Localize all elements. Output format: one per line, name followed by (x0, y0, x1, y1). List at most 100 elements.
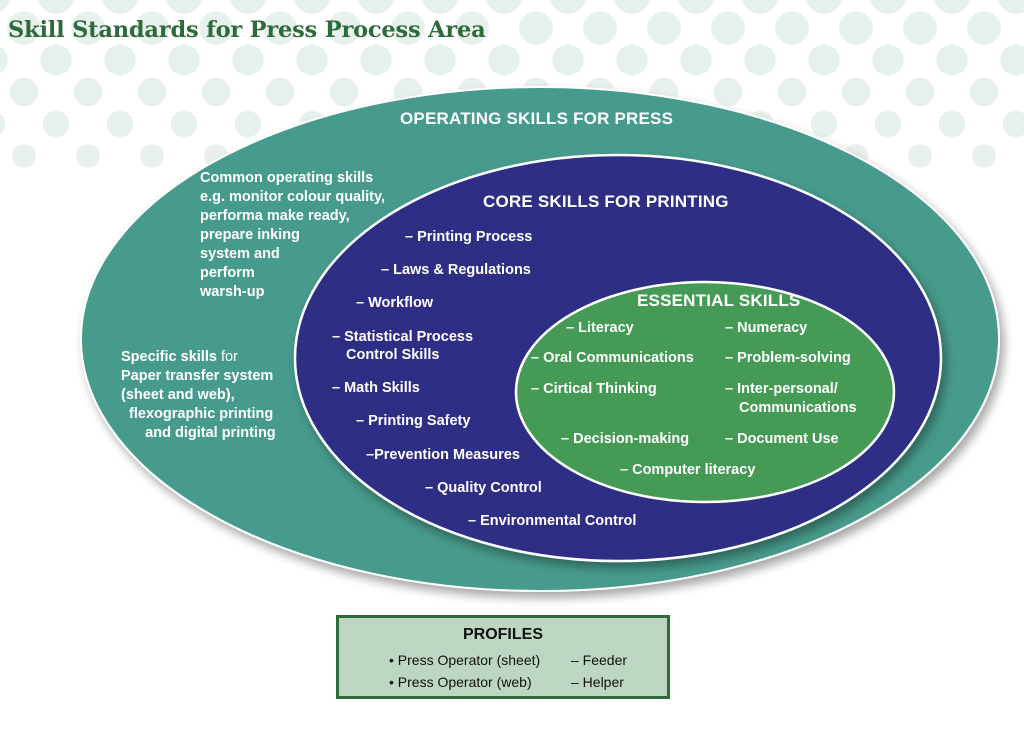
background-dot (296, 44, 328, 76)
background-dot (870, 0, 906, 14)
profile-item: • Press Operator (web) (389, 674, 532, 690)
background-dot (199, 11, 233, 45)
profiles-heading: PROFILES (462, 626, 543, 643)
essential-skill-item: – Cirtical Thinking (531, 381, 657, 397)
page-title: Skill Standards for Press Process Area (8, 17, 486, 43)
background-dot (678, 0, 714, 14)
operating-skills-heading: OPERATING SKILLS FOR PRESS (400, 109, 674, 128)
specific-skills: Specific skills for Paper transfer syste… (121, 348, 276, 443)
background-dot (808, 44, 840, 76)
background-dot (422, 0, 458, 14)
background-dot (552, 44, 584, 76)
background-dot (232, 44, 264, 76)
essential-skill-item: – Document Use (725, 431, 839, 447)
background-dot (742, 0, 778, 14)
background-dot (810, 110, 838, 138)
background-dot (104, 44, 136, 76)
background-dot (140, 144, 164, 168)
background-dot (874, 110, 902, 138)
background-dot (12, 144, 36, 168)
background-dot (201, 77, 231, 107)
background-dot (872, 44, 904, 76)
background-dot (73, 77, 103, 107)
background-dot (170, 110, 198, 138)
background-dot (519, 11, 553, 45)
background-dot (806, 0, 842, 14)
background-dot (486, 0, 522, 14)
background-dot (168, 44, 200, 76)
essential-skills-heading: ESSENTIAL SKILLS (637, 291, 801, 310)
common-operating-skills: Common operating skills e.g. monitor col… (200, 169, 385, 302)
background-dot (76, 144, 100, 168)
background-dot (647, 11, 681, 45)
background-dot (938, 110, 966, 138)
essential-skills-ellipse (514, 280, 896, 504)
background-dot (327, 11, 361, 45)
background-dot (969, 77, 999, 107)
background-dot (294, 0, 330, 14)
profile-item: – Feeder (571, 652, 628, 668)
essential-skill-item: – Computer literacy (620, 462, 756, 478)
background-dot (903, 11, 937, 45)
background-dot (71, 11, 105, 45)
common-line: warsh-up (200, 284, 265, 300)
essential-skill-item: – Problem-solving (725, 350, 851, 366)
background-dot (455, 11, 489, 45)
background-dot (775, 11, 809, 45)
background-dot (166, 0, 202, 14)
background-dot (839, 11, 873, 45)
common-line: e.g. monitor colour quality, (200, 189, 386, 205)
core-skill-item: – Statistical Process (332, 329, 474, 345)
essential-skill-item: – Inter-personal/ (725, 381, 838, 397)
specific-line: Paper transfer system (121, 368, 274, 384)
background-dot (234, 110, 262, 138)
background-dot (137, 77, 167, 107)
background-dot (329, 77, 359, 107)
background-dot (0, 113, 6, 135)
core-skill-item: – Printing Process (405, 229, 533, 245)
background-dot (936, 44, 968, 76)
background-dot (713, 77, 743, 107)
background-dot (972, 144, 996, 168)
core-skill-item: – Math Skills (332, 380, 420, 396)
background-dot (9, 77, 39, 107)
background-dot (583, 11, 617, 45)
background-dot (135, 11, 169, 45)
essential-skill-item: – Literacy (566, 320, 634, 336)
background-dot (1000, 44, 1024, 76)
background-dot (230, 0, 266, 14)
background-dot (841, 77, 871, 107)
core-skills-heading: CORE SKILLS FOR PRINTING (483, 192, 729, 211)
background-dot (7, 11, 41, 45)
background-dot (744, 44, 776, 76)
specific-line: flexographic printing (121, 406, 274, 422)
background-dot (711, 11, 745, 45)
background-dot (40, 44, 72, 76)
profile-item: • Press Operator (sheet) (389, 652, 541, 668)
common-line: perform (200, 265, 255, 281)
specific-line: (sheet and web), (121, 387, 235, 403)
specific-skills-for: for (216, 349, 238, 365)
background-dot (614, 0, 650, 14)
common-line: performa make ready, (200, 208, 350, 224)
core-skill-item: – Environmental Control (468, 513, 637, 529)
background-dot (908, 144, 932, 168)
background-dot (550, 0, 586, 14)
essential-skill-item: – Oral Communications (531, 350, 694, 366)
background-dot (102, 0, 138, 14)
background-dot (680, 44, 712, 76)
essential-skill-item: – Decision-making (561, 431, 690, 447)
background-dot (0, 46, 8, 74)
core-skill-item: –Prevention Measures (366, 447, 520, 463)
background-dot (265, 77, 295, 107)
common-line: system and (200, 246, 280, 262)
background-dot (42, 110, 70, 138)
background-dot (1002, 110, 1024, 138)
specific-line: and digital printing (121, 425, 276, 441)
background-dot (934, 0, 970, 14)
profile-item: – Helper (571, 674, 624, 690)
common-operating-skills-label: Common operating skills (200, 170, 374, 186)
background-dot (360, 44, 392, 76)
core-skill-item: – Printing Safety (356, 413, 471, 429)
